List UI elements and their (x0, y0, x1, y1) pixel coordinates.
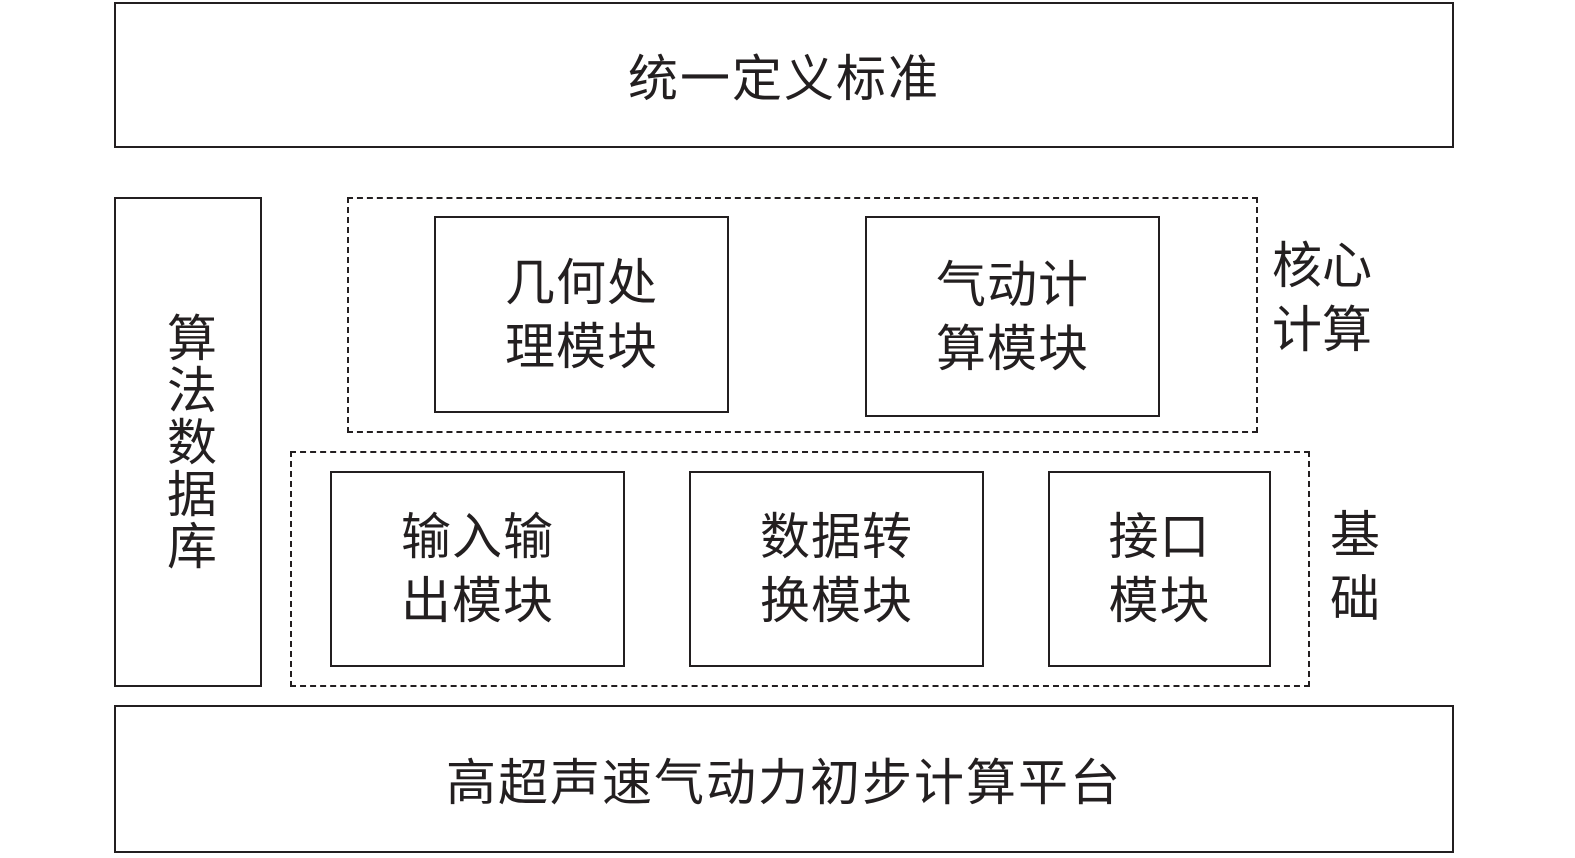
input-output-module: 输入输 出模块 (330, 471, 625, 667)
input-output-module-label: 输入输 出模块 (401, 508, 554, 630)
platform-layer: 高超声速气动力初步计算平台 (114, 705, 1454, 853)
aerodynamic-calculation-module: 气动计 算模块 (865, 216, 1160, 417)
algorithm-database-block: 算法数据库 (114, 197, 262, 687)
interface-module: 接口 模块 (1048, 471, 1271, 667)
core-computation-group-label: 核心 计算 (1272, 237, 1372, 359)
unified-standard-layer: 统一定义标准 (114, 2, 1454, 148)
data-conversion-module-label: 数据转 换模块 (760, 508, 913, 630)
geometry-processing-module: 几何处 理模块 (434, 216, 729, 413)
core-computation-group (347, 197, 1258, 433)
geometry-processing-module-label: 几何处 理模块 (505, 253, 658, 376)
algorithm-database-label: 算法数据库 (159, 312, 217, 572)
base-group (290, 451, 1310, 687)
base-group-label: 基 础 (1330, 506, 1380, 628)
aerodynamic-calculation-module-label: 气动计 算模块 (936, 255, 1089, 378)
data-conversion-module: 数据转 换模块 (689, 471, 984, 667)
interface-module-label: 接口 模块 (1108, 508, 1211, 630)
platform-label: 高超声速气动力初步计算平台 (446, 754, 1122, 812)
unified-standard-label: 统一定义标准 (628, 50, 940, 108)
